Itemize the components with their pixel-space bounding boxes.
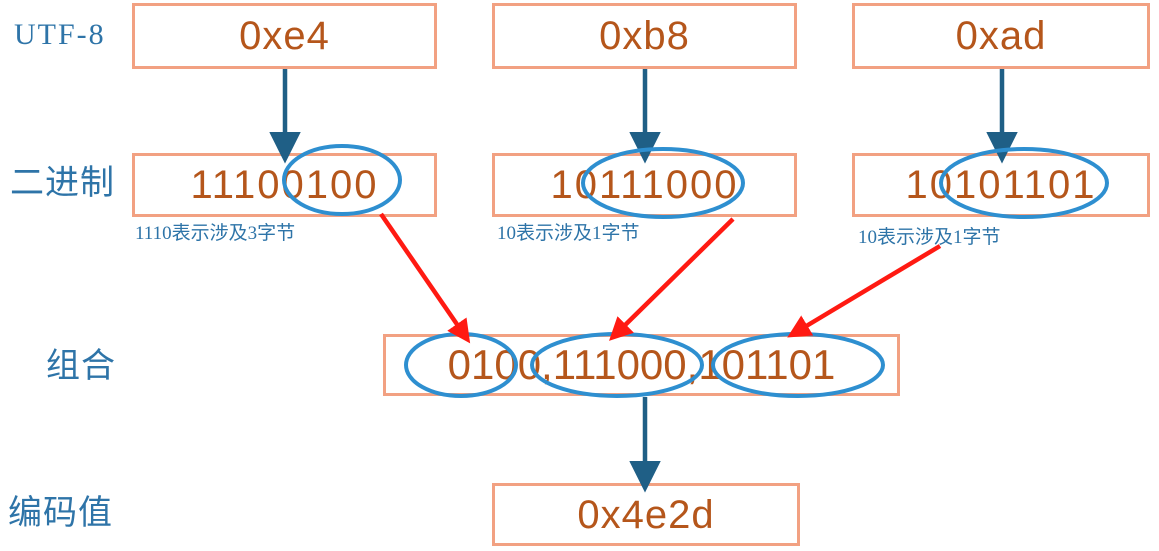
row-label-utf8: UTF-8 bbox=[14, 18, 106, 51]
arrow-binary1-to-combo1 bbox=[379, 212, 471, 344]
utf8-byte-box-3: 0xad bbox=[852, 3, 1150, 69]
utf8-byte-box-1: 0xe4 bbox=[132, 3, 437, 69]
encoded-value: 0x4e2d bbox=[577, 492, 715, 537]
binary-value-2: 10111000 bbox=[550, 163, 739, 207]
binary-box-2: 10111000 bbox=[492, 153, 797, 217]
binary-value-3: 10101101 bbox=[905, 163, 1097, 207]
combination-box: 0100,111000,101101 bbox=[383, 334, 900, 396]
binary-caption-2: 10表示涉及1字节 bbox=[497, 223, 640, 244]
encoded-value-box: 0x4e2d bbox=[492, 483, 800, 546]
binary-caption-1: 1110表示涉及3字节 bbox=[135, 223, 296, 244]
binary-value-1: 11100100 bbox=[190, 163, 379, 207]
arrow-binary3-to-combo3 bbox=[787, 244, 942, 338]
row-label-binary: 二进制 bbox=[10, 165, 115, 202]
binary-box-1: 11100100 bbox=[132, 153, 437, 217]
binary-caption-3: 10表示涉及1字节 bbox=[858, 227, 1001, 248]
combination-value: 0100,111000,101101 bbox=[447, 341, 836, 388]
utf8-byte-box-2: 0xb8 bbox=[492, 3, 797, 69]
binary-box-3: 10101101 bbox=[852, 153, 1150, 217]
row-label-encoded-value: 编码值 bbox=[8, 495, 113, 532]
row-label-combination: 组合 bbox=[46, 348, 116, 385]
utf8-byte-value-3: 0xad bbox=[955, 14, 1047, 58]
utf8-byte-value-2: 0xb8 bbox=[599, 14, 690, 58]
utf8-byte-value-1: 0xe4 bbox=[239, 14, 330, 58]
